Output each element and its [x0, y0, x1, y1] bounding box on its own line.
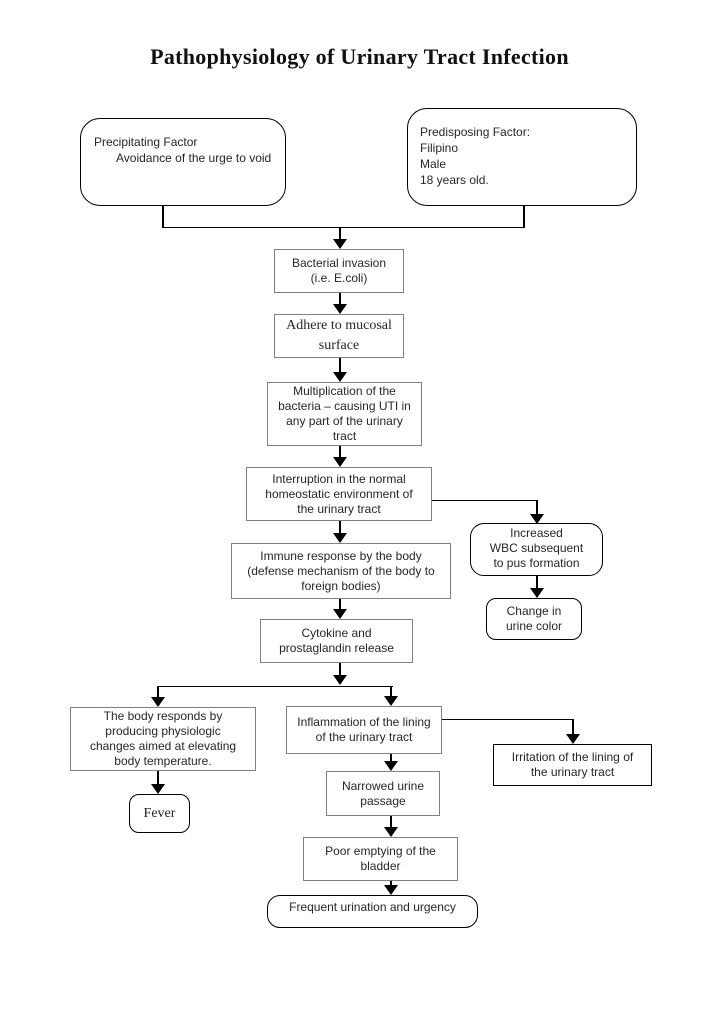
connector-line: [536, 500, 538, 515]
node-increased-wbc: Increased WBC subsequent to pus formatio…: [470, 523, 603, 576]
arrowhead-down-icon: [333, 457, 347, 467]
arrowhead-down-icon: [333, 609, 347, 619]
node-multiplication: Multiplication of the bacteria – causing…: [267, 382, 422, 446]
connector-line: [390, 754, 392, 762]
connector-line: [523, 206, 525, 228]
node-narrowed-passage: Narrowed urine passage: [326, 771, 440, 816]
node-bacterial-invasion: Bacterial invasion (i.e. E.coli): [274, 249, 404, 293]
page-title: Pathophysiology of Urinary Tract Infecti…: [150, 44, 569, 69]
arrowhead-down-icon: [384, 885, 398, 895]
node-precipitating-factor: Precipitating Factor Avoidance of the ur…: [80, 118, 286, 206]
connector-line: [572, 719, 574, 735]
connector-line: [157, 771, 159, 785]
connector-line: [339, 599, 341, 610]
connector-line: [339, 663, 341, 676]
connector-line: [536, 576, 538, 589]
node-frequent-urination: Frequent urination and urgency: [267, 895, 478, 928]
arrowhead-down-icon: [333, 675, 347, 685]
node-change-urine-color: Change in urine color: [486, 598, 582, 640]
connector-line: [390, 881, 392, 886]
arrowhead-down-icon: [384, 696, 398, 706]
arrowhead-down-icon: [530, 514, 544, 524]
connector-line: [339, 227, 341, 240]
arrowhead-down-icon: [333, 372, 347, 382]
connector-line: [339, 521, 341, 534]
connector-line: [157, 685, 393, 688]
arrowhead-down-icon: [566, 734, 580, 744]
arrowhead-down-icon: [151, 697, 165, 707]
connector-line: [162, 226, 526, 229]
node-body-responds: The body responds by producing physiolog…: [70, 707, 256, 771]
node-inflammation: Inflammation of the lining of the urinar…: [286, 706, 442, 754]
node-cytokine-release: Cytokine and prostaglandin release: [260, 619, 413, 663]
connector-line: [157, 686, 159, 698]
connector-line: [390, 686, 392, 697]
precipitating-factor-label: Precipitating Factor: [94, 135, 198, 149]
precipitating-factor-detail: Avoidance of the urge to void: [116, 151, 272, 165]
arrowhead-down-icon: [333, 239, 347, 249]
connector-line: [162, 206, 164, 228]
connector-line: [442, 718, 574, 721]
connector-line: [432, 499, 538, 502]
arrowhead-down-icon: [151, 784, 165, 794]
connector-line: [339, 293, 341, 305]
node-fever: Fever: [129, 794, 190, 833]
connector-line: [390, 816, 392, 828]
node-interruption: Interruption in the normal homeostatic e…: [246, 467, 432, 521]
arrowhead-down-icon: [333, 533, 347, 543]
node-immune-response: Immune response by the body (defense mec…: [231, 543, 451, 599]
arrowhead-down-icon: [333, 304, 347, 314]
node-irritation: Irritation of the lining of the urinary …: [493, 744, 652, 786]
node-predisposing-factor: Predisposing Factor: Filipino Male 18 ye…: [407, 108, 637, 206]
connector-line: [339, 446, 341, 458]
arrowhead-down-icon: [384, 827, 398, 837]
arrowhead-down-icon: [530, 588, 544, 598]
arrowhead-down-icon: [384, 761, 398, 771]
connector-line: [339, 358, 341, 373]
node-poor-emptying: Poor emptying of the bladder: [303, 837, 458, 881]
node-adhere-mucosal: Adhere to mucosal surface: [274, 314, 404, 358]
